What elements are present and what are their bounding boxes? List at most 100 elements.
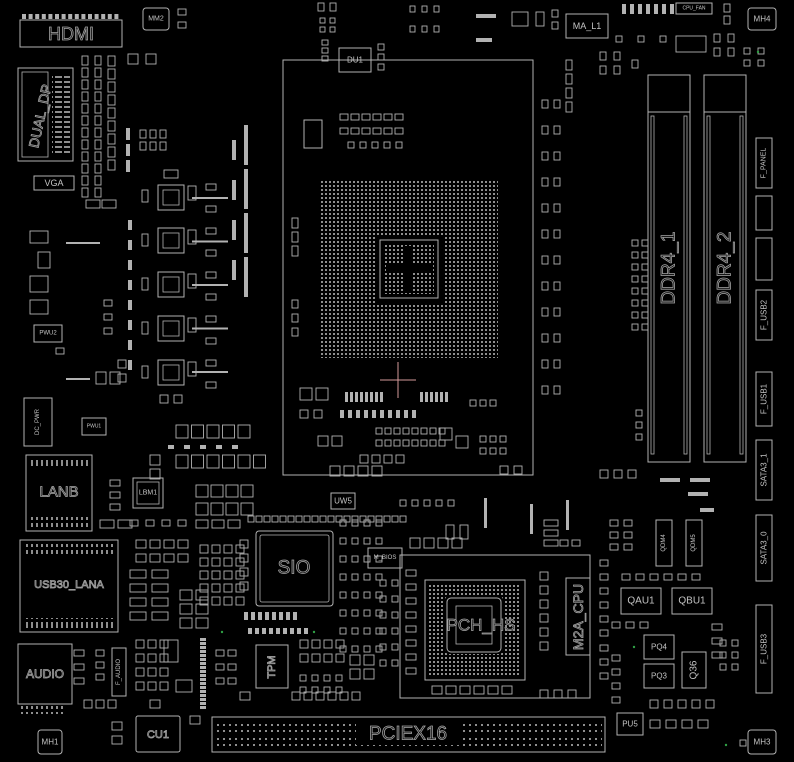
pch-heatsink-area[interactable]: PCH_HS bbox=[399, 554, 591, 699]
q36-transistor[interactable]: Q36 bbox=[681, 651, 707, 689]
smd-pad bbox=[339, 113, 349, 121]
f-usb1-header[interactable]: F_USB1 bbox=[755, 371, 773, 427]
smd-pad bbox=[109, 371, 121, 385]
pu5-chip[interactable]: PU5 bbox=[616, 712, 644, 736]
mh3-mount-hole[interactable]: MH3 bbox=[747, 729, 777, 755]
smd-pad bbox=[151, 569, 169, 579]
smd-pad bbox=[81, 151, 89, 162]
smd-pad bbox=[384, 439, 392, 447]
smd-pad bbox=[411, 427, 419, 435]
lanb-connector[interactable]: LANB bbox=[25, 454, 93, 532]
smd-pad bbox=[205, 337, 217, 345]
smd-pad bbox=[391, 643, 399, 651]
vrm-chip[interactable] bbox=[157, 271, 185, 298]
smd-pad bbox=[107, 120, 116, 132]
smd-pad bbox=[81, 91, 89, 102]
smd-pad bbox=[192, 284, 228, 286]
smd-pad bbox=[311, 515, 319, 523]
smd-pad bbox=[423, 537, 435, 549]
header-connector[interactable] bbox=[755, 237, 773, 281]
sata3-0-connector[interactable]: SATA3_0 bbox=[755, 514, 773, 582]
ddr4-1-slot[interactable]: DDR4_1 bbox=[647, 74, 691, 463]
vrm-chip[interactable] bbox=[157, 359, 185, 386]
qau1-mosfet[interactable]: QAU1 bbox=[620, 587, 662, 615]
smd-pad bbox=[200, 702, 206, 705]
smd-pad bbox=[723, 15, 731, 25]
smd-pad bbox=[335, 674, 343, 682]
smd-pad bbox=[713, 33, 721, 43]
vrm-chip[interactable] bbox=[157, 184, 185, 211]
tpm-header[interactable]: TPM bbox=[255, 644, 289, 689]
pwu2-chip[interactable]: PWU2 bbox=[33, 324, 63, 343]
u22-chip[interactable] bbox=[303, 119, 323, 149]
smd-pad bbox=[145, 53, 157, 65]
m-bios-chip[interactable]: M_BIOS bbox=[367, 547, 403, 569]
pu5-label: PU5 bbox=[622, 720, 638, 729]
smd-pad bbox=[199, 544, 209, 554]
f-usb3-header[interactable]: F_USB3 bbox=[755, 604, 773, 694]
f-panel-header[interactable]: F_PANEL bbox=[755, 137, 773, 189]
smd-pad bbox=[211, 557, 221, 567]
mh1-mount-hole[interactable]: MH1 bbox=[37, 729, 63, 755]
vga-header[interactable]: VGA bbox=[33, 175, 75, 191]
smd-pad bbox=[323, 653, 333, 663]
qdm5-mosfet[interactable]: QDM5 bbox=[685, 519, 703, 567]
m2a-cpu-slot[interactable]: M2A_CPU bbox=[565, 577, 591, 656]
smd-pad bbox=[200, 662, 206, 665]
smd-pad bbox=[411, 439, 419, 447]
f-usb2-header[interactable]: F_USB2 bbox=[755, 289, 773, 341]
pq3-mosfet[interactable]: PQ3 bbox=[643, 663, 675, 689]
smd-pad bbox=[117, 519, 133, 529]
smd-pad bbox=[149, 699, 161, 709]
smd-pad bbox=[622, 4, 626, 14]
smd-pad bbox=[361, 127, 371, 135]
f-audio-header[interactable]: F_AUDIO bbox=[111, 647, 127, 697]
smd-pad bbox=[99, 519, 115, 529]
cpu-fan-header[interactable]: CPU_FAN bbox=[675, 2, 713, 15]
pciex16-slot[interactable]: PCIEX16 bbox=[211, 716, 606, 753]
ddr4-2-slot[interactable]: DDR4_2 bbox=[703, 74, 747, 463]
qbu1-mosfet[interactable]: QBU1 bbox=[671, 587, 713, 615]
vrm-chip[interactable] bbox=[157, 227, 185, 254]
smd-pad bbox=[74, 14, 79, 19]
qdm4-mosfet[interactable]: QDM4 bbox=[655, 519, 673, 567]
smd-pad bbox=[29, 275, 49, 293]
smd-pad bbox=[630, 4, 634, 14]
smd-pad bbox=[149, 539, 161, 549]
smd-pad bbox=[553, 99, 561, 109]
du1-chip[interactable]: DU1 bbox=[338, 47, 372, 73]
smd-pad bbox=[147, 667, 157, 677]
vrm-chip[interactable] bbox=[157, 315, 185, 342]
header-connector[interactable] bbox=[755, 195, 773, 231]
smd-pad bbox=[553, 177, 561, 187]
smd-pad bbox=[339, 627, 347, 635]
vrm-regulators[interactable] bbox=[157, 184, 185, 386]
dual-dp-connector[interactable]: DUAL_DP bbox=[17, 67, 74, 162]
hdmi-connector[interactable]: HDMI bbox=[19, 19, 123, 48]
audio-connector[interactable]: AUDIO bbox=[17, 643, 73, 714]
pq4-mosfet[interactable]: PQ4 bbox=[643, 634, 675, 660]
uw5-chip[interactable]: UW5 bbox=[330, 492, 356, 510]
mm2-mount-hole[interactable]: MM2 bbox=[142, 7, 170, 31]
smd-pad bbox=[184, 445, 190, 449]
smd-pad bbox=[211, 519, 225, 529]
mh4-mount-hole[interactable]: MH4 bbox=[747, 7, 777, 31]
pwu1-chip[interactable]: PWU1 bbox=[81, 417, 107, 436]
lbm1-chip[interactable]: LBM1 bbox=[132, 477, 164, 509]
smd-pad bbox=[383, 113, 393, 121]
ma-l1-inductor[interactable]: MA_L1 bbox=[565, 13, 609, 39]
smd-pad bbox=[565, 87, 573, 99]
dc-pwr-connector[interactable]: DC_PWR bbox=[23, 397, 53, 447]
smd-pad bbox=[223, 570, 233, 580]
sio-chip[interactable]: SIO bbox=[255, 530, 334, 607]
smd-pad bbox=[85, 199, 101, 209]
smd-pad bbox=[635, 421, 643, 429]
usb30-lana-connector[interactable]: USB30_LANA bbox=[19, 539, 119, 633]
smd-pad bbox=[88, 14, 92, 19]
smd-pad bbox=[351, 537, 359, 545]
cpu-socket[interactable] bbox=[282, 59, 534, 476]
sata3-1-connector[interactable]: SATA3_1 bbox=[755, 439, 773, 501]
cu1-chip[interactable]: CU1 bbox=[135, 715, 181, 753]
smd-pad bbox=[351, 573, 359, 581]
